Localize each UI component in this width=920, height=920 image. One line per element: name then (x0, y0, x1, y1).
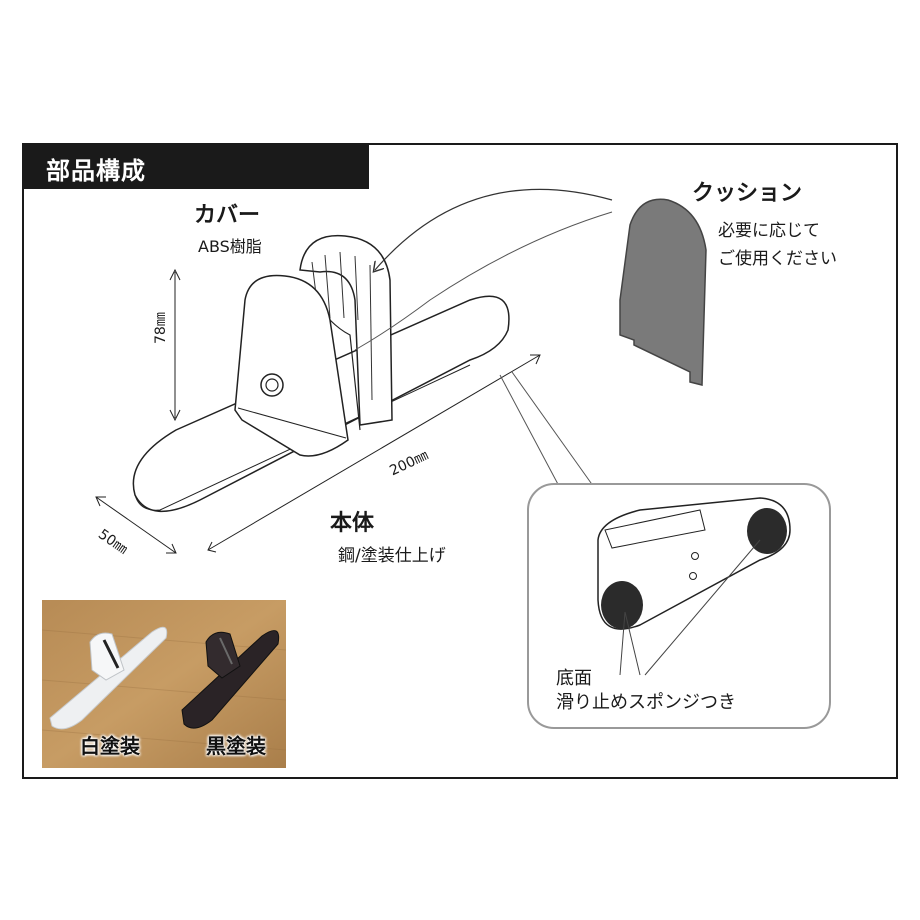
white-stand (49, 626, 168, 730)
section-header-bar (24, 145, 369, 189)
callout-line (499, 374, 561, 489)
cushion-arrow (375, 188, 613, 270)
callout-line (511, 371, 597, 491)
product-photo: 白塗装 黒塗装 (42, 600, 286, 768)
bottom-label-2: 滑り止めスポンジつき (556, 692, 736, 713)
cover-front (234, 274, 361, 457)
dimension-width-line (95, 496, 177, 554)
black-finish-label: 黒塗装 (206, 734, 266, 758)
body-finish: 鋼/塗装仕上げ (338, 546, 446, 566)
dimension-height-line (169, 268, 181, 422)
dimension-height-label: 78㎜ (153, 312, 169, 344)
cushion-note-1: 必要に応じて (718, 221, 820, 241)
white-finish-label: 白塗装 (80, 734, 140, 758)
cover-material: ABS樹脂 (198, 237, 262, 256)
cover-title: カバー (194, 203, 261, 228)
sponge-pad (601, 581, 643, 629)
cushion-note-2: ご使用ください (718, 249, 837, 269)
cushion-guide-line (354, 211, 613, 351)
cushion-title: クッション (692, 181, 803, 206)
body-title: 本体 (330, 511, 375, 536)
sponge-pad (747, 508, 787, 554)
parts-frame (22, 143, 898, 779)
black-stand (181, 630, 280, 729)
cover-back (299, 234, 393, 426)
bottom-label-1: 底面 (556, 668, 592, 689)
bottom-view-panel (527, 483, 831, 729)
dimension-length-line (207, 354, 541, 553)
cushion-pad (619, 198, 707, 386)
section-title: 部品構成 (46, 157, 146, 185)
